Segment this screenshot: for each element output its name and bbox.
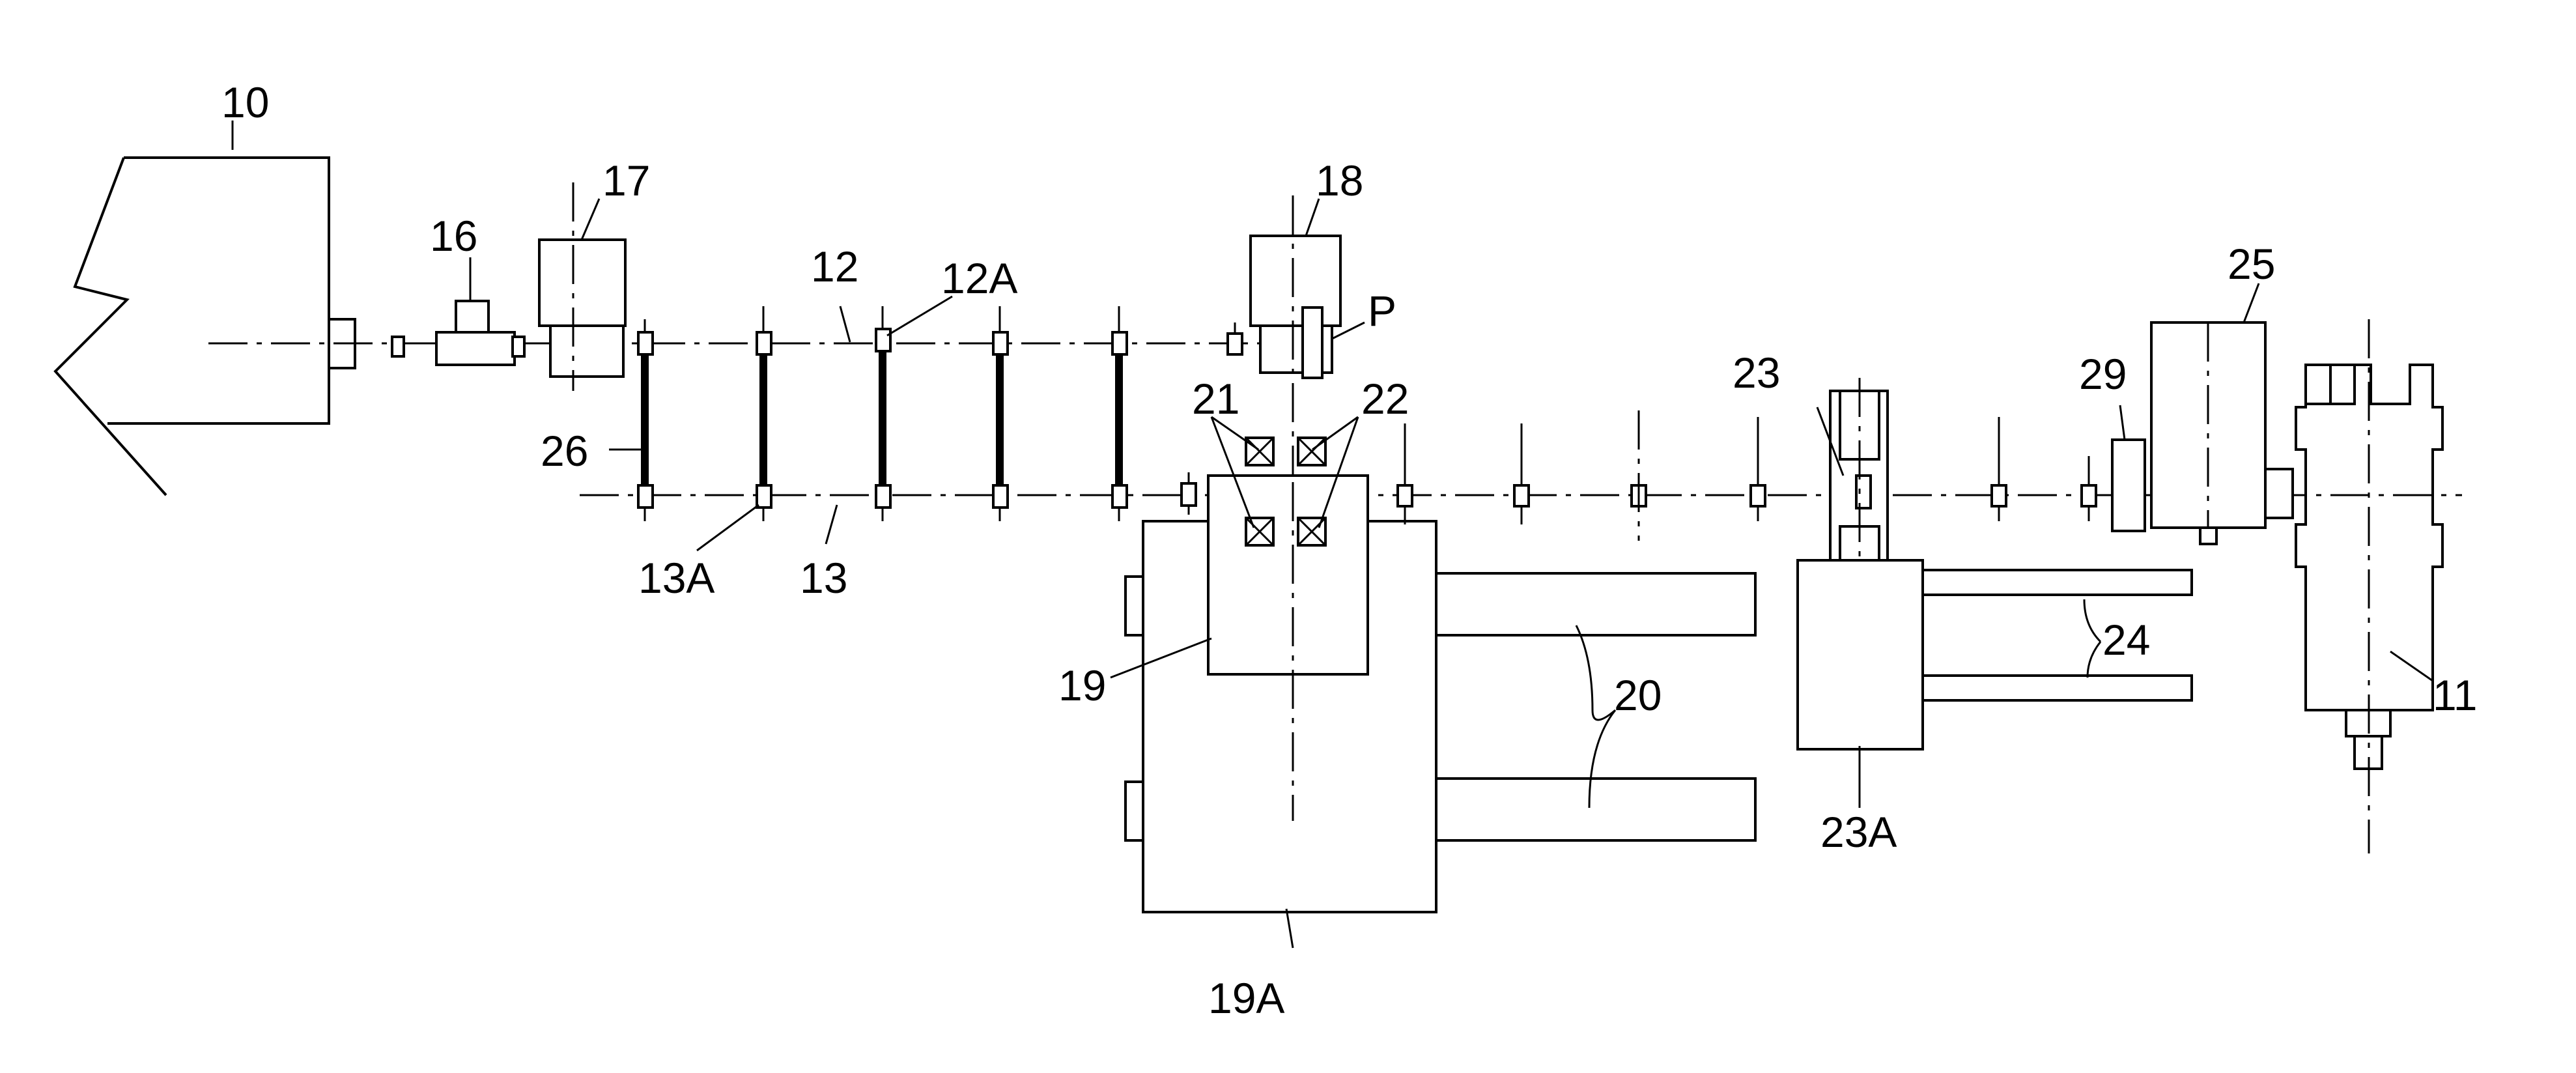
label-12A: 12A [941,254,1017,302]
component-23A [1798,560,1923,749]
label-P: P [1368,287,1396,335]
label-22: 22 [1361,375,1409,423]
label-21: 21 [1192,375,1239,423]
component-16 [392,301,524,365]
component-17 [539,182,625,391]
component-11 [2296,319,2442,853]
label-16: 16 [430,212,477,260]
rods-24 [1923,570,2192,700]
label-19: 19 [1058,661,1106,709]
label-23: 23 [1733,349,1780,397]
label-13: 13 [800,554,847,602]
connectors-13-right [1398,410,2096,541]
label-29: 29 [2079,350,2127,398]
label-17: 17 [602,156,650,205]
label-25: 25 [2228,240,2275,288]
component-29 [2112,440,2145,531]
rod-set-26 [638,306,1242,521]
component-25 [2151,322,2293,544]
label-10: 10 [221,78,269,126]
component-10 [55,158,355,495]
label-26: 26 [541,427,588,475]
label-12: 12 [811,242,858,291]
rods-20 [1436,573,1755,840]
label-11: 11 [2433,671,2478,719]
label-24: 24 [2102,616,2150,664]
label-13A: 13A [638,554,715,602]
label-23A: 23A [1820,808,1897,856]
label-20: 20 [1614,671,1662,719]
label-19A: 19A [1208,974,1284,1022]
label-18: 18 [1316,156,1363,205]
